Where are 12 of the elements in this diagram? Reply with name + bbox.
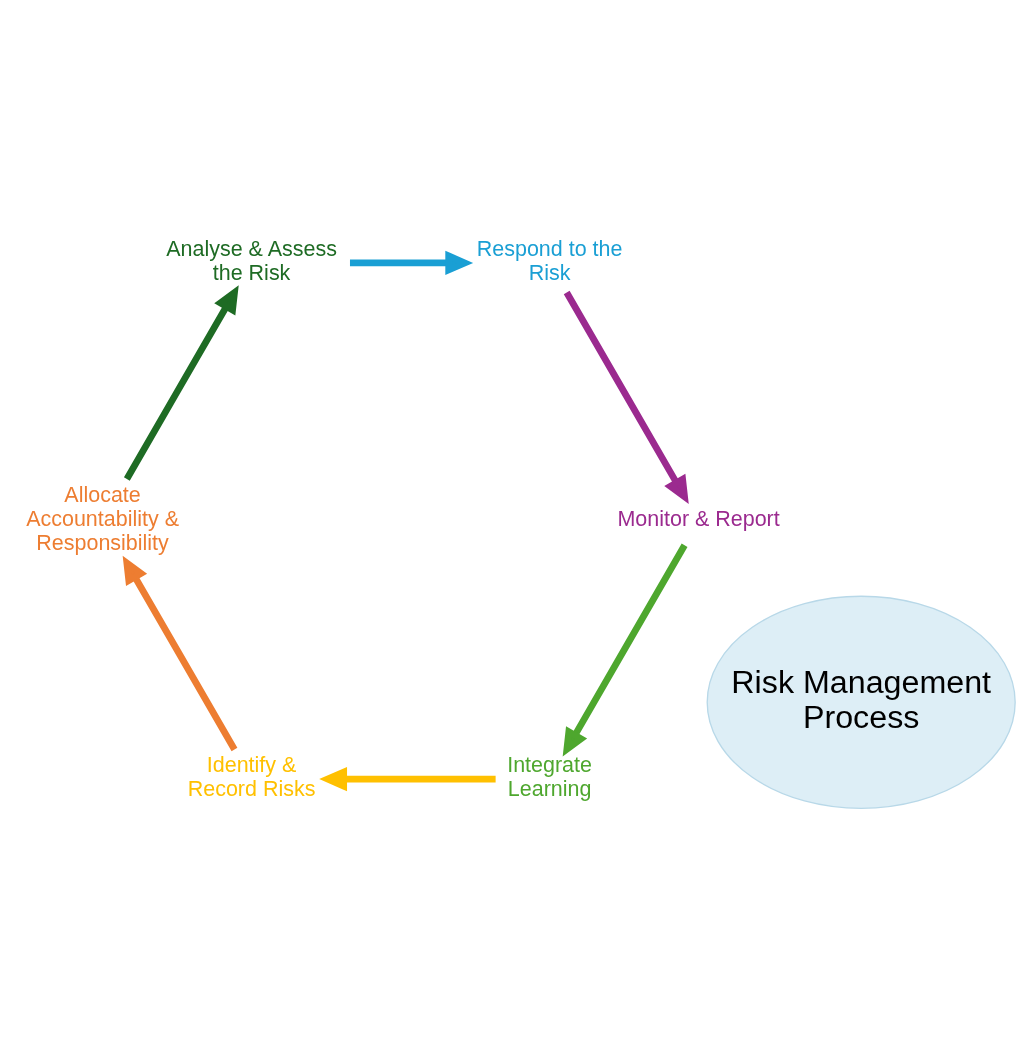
arrow — [562, 543, 688, 756]
arrow — [319, 766, 496, 791]
node-text: Identify & Record Risks — [187, 752, 316, 801]
arrow — [122, 555, 238, 751]
node-text: Analyse & Assess the Risk — [166, 236, 337, 285]
node-text: Integrate Learning — [507, 752, 592, 801]
node-text: Monitor & Report — [617, 506, 780, 531]
node-ellipse: Risk Management Process — [706, 595, 1016, 809]
node-text: Allocate Accountability & Responsibility — [26, 482, 179, 555]
arrow — [563, 290, 689, 504]
node-text: Respond to the Risk — [476, 236, 623, 285]
arrow — [123, 284, 239, 481]
